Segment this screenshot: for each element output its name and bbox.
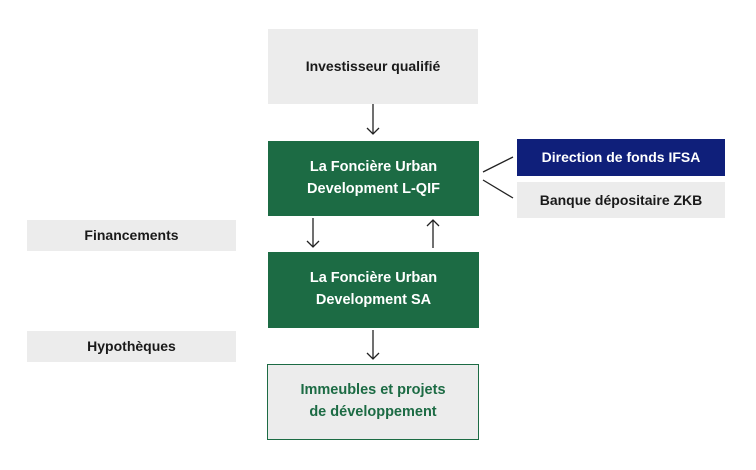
fund-box: La Foncière Urban Development L-QIF xyxy=(268,141,479,216)
arrowhead-fund-to-company xyxy=(306,240,320,248)
custodian-bank-box: Banque dépositaire ZKB xyxy=(517,182,725,218)
fund-management-label: Direction de fonds IFSA xyxy=(541,149,701,165)
properties-label: Immeubles et projets de développement xyxy=(300,380,445,424)
mortgages-label: Hypothèques xyxy=(87,338,176,354)
investor-box: Investisseur qualifié xyxy=(268,29,478,104)
custodian-bank-label: Banque dépositaire ZKB xyxy=(539,191,703,208)
mortgages-box: Hypothèques xyxy=(27,331,236,362)
arrowhead-company-to-fund xyxy=(426,219,440,227)
properties-label-line-2: de développement xyxy=(309,404,437,420)
company-label-line-1: La Foncière Urban xyxy=(309,270,438,287)
company-box: La Foncière Urban Development SA xyxy=(268,252,479,328)
fund-label-line-2: Development L-QIF xyxy=(307,180,440,197)
fund-management-box: Direction de fonds IFSA xyxy=(517,139,725,176)
company-label: La Foncière Urban Development SA xyxy=(310,268,437,312)
fund-label-line-1: La Foncière Urban xyxy=(309,158,438,175)
properties-box: Immeubles et projets de développement xyxy=(267,364,479,440)
link-fund-to-bank xyxy=(482,179,514,199)
fund-label: La Foncière Urban Development L-QIF xyxy=(307,157,440,201)
properties-label-line-1: Immeubles et projets xyxy=(300,382,446,399)
company-label-line-2: Development SA xyxy=(315,292,432,308)
financing-box: Financements xyxy=(27,220,236,251)
link-fund-to-direction xyxy=(482,156,514,173)
arrowhead-investor-to-fund xyxy=(366,127,380,135)
investor-label: Investisseur qualifié xyxy=(305,58,441,74)
financing-label: Financements xyxy=(84,227,179,243)
arrowhead-company-to-properties xyxy=(366,352,380,360)
